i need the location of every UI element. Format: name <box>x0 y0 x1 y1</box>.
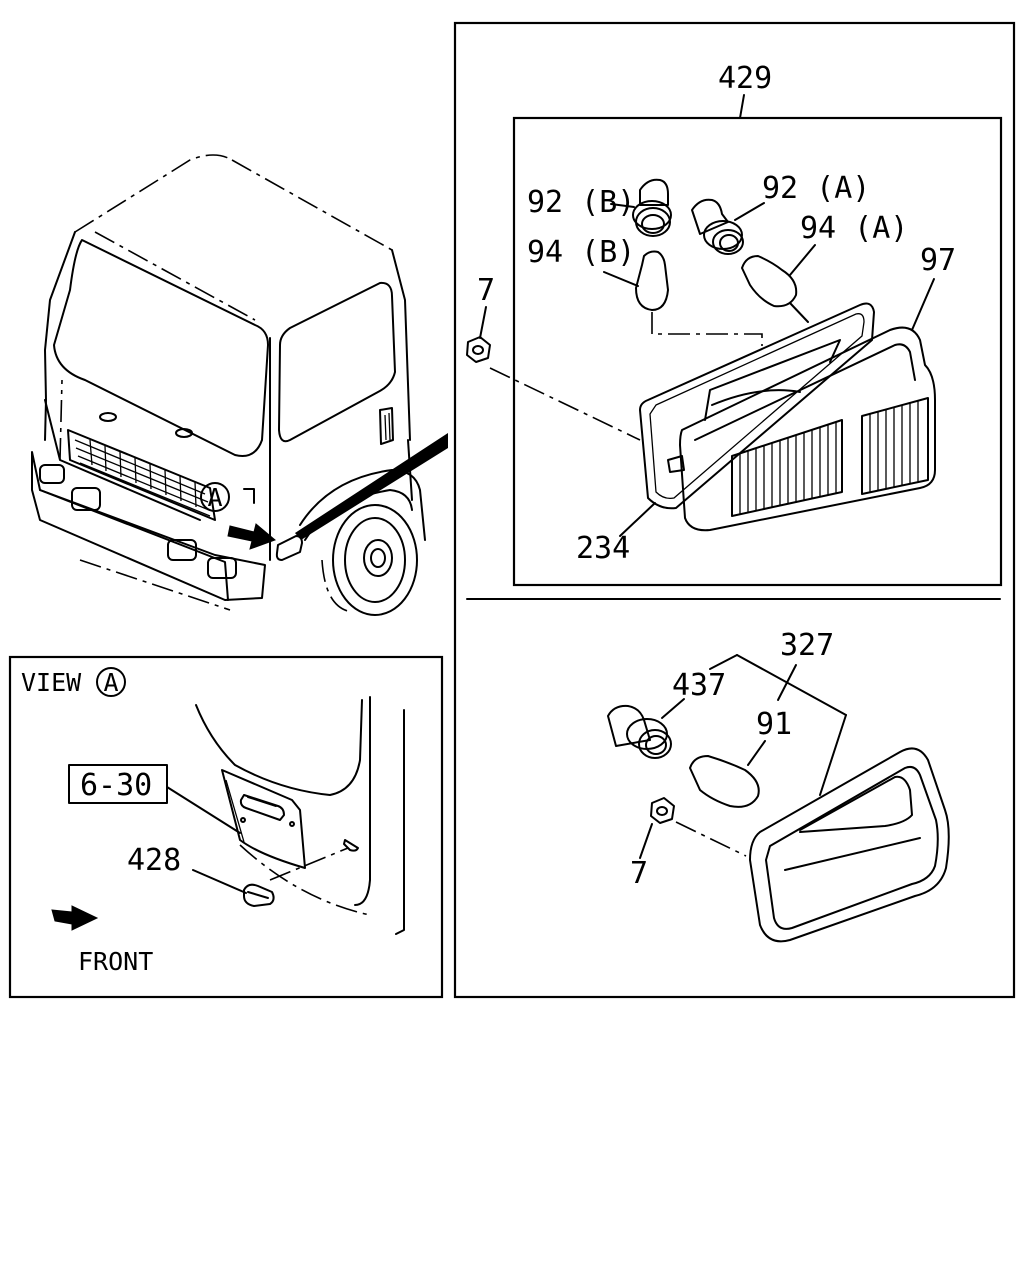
assembly-429-frame <box>512 116 1003 587</box>
callout-234: 234 <box>576 531 630 566</box>
view-a-marker-circle <box>200 482 230 512</box>
socket-92a-icon <box>691 198 744 255</box>
plug-428-icon <box>243 883 275 907</box>
view-a-frame <box>8 655 444 999</box>
view-label: VIEW <box>21 668 82 697</box>
callout-7-bottom: 7 <box>630 856 648 891</box>
leader-429 <box>739 94 745 119</box>
callout-428: 428 <box>127 843 181 878</box>
front-arrow-icon <box>51 905 99 931</box>
view-a-marker-letter: A <box>207 483 222 512</box>
callout-94b: 94 (B) <box>527 235 635 270</box>
nut-7-top-icon <box>466 336 491 363</box>
callout-429: 429 <box>718 61 772 96</box>
socket-437-icon <box>607 704 672 759</box>
callout-97: 97 <box>920 243 956 278</box>
bulb-91-icon <box>689 755 760 808</box>
callout-327: 327 <box>780 628 834 663</box>
lamp-assembly-97-icon <box>639 302 936 532</box>
view-a-circle <box>96 667 126 697</box>
bulb-94a-icon <box>741 255 798 308</box>
ref-6-30-box <box>68 764 168 804</box>
right-panel-frame <box>453 21 1016 999</box>
bulb-94b-icon <box>635 250 669 311</box>
front-label: FRONT <box>78 947 153 976</box>
callout-7-top: 7 <box>477 273 495 308</box>
truck-cab-illustration <box>31 154 448 616</box>
callout-92b: 92 (B) <box>527 185 635 220</box>
callout-94a: 94 (A) <box>800 211 908 246</box>
callout-92a: 92 (A) <box>762 171 870 206</box>
callout-6-30: 6-30 <box>80 768 152 803</box>
view-a-body-illustration <box>195 696 405 935</box>
callout-437: 437 <box>672 668 726 703</box>
nut-7-bottom-icon <box>650 797 675 824</box>
side-marker-lamp-327-icon <box>749 747 950 943</box>
view-letter: A <box>103 668 118 697</box>
callout-91: 91 <box>756 707 792 742</box>
socket-92b-icon <box>632 178 672 237</box>
